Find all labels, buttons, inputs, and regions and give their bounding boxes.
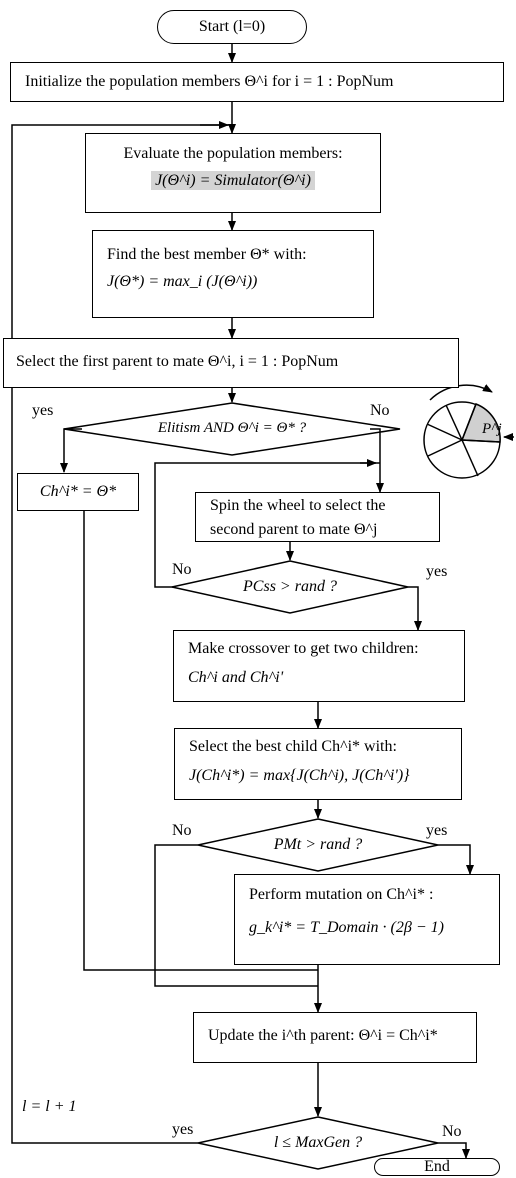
best-child-line1: Select the best child Ch^i* with: [189, 738, 397, 755]
best-child-line2: J(Ch^i*) = max{J(Ch^i), J(Ch^i')} [189, 766, 410, 784]
evaluate-line1: Evaluate the population members: [123, 145, 343, 162]
crossover-step: Make crossover to get two children: Ch^i… [173, 630, 465, 702]
arrow-elitism-no [370, 428, 384, 493]
update-label: Update the i^th parent: Θ^i = Ch^i* [208, 1027, 438, 1044]
select-parent-label: Select the first parent to mate Θ^i, i =… [16, 353, 339, 370]
init-step: Initialize the population members Θ^i fo… [10, 62, 504, 102]
select-parent-step: Select the first parent to mate Θ^i, i =… [3, 338, 459, 388]
spin-line2: second parent to mate Θ^j [210, 520, 378, 538]
pcss-no-label: No [172, 561, 192, 578]
end-terminal: End [374, 1158, 500, 1176]
evaluate-step: Evaluate the population members: J(Θ^i) … [85, 133, 381, 213]
increment-label: l = l + 1 [22, 1098, 77, 1115]
find-best-line1: Find the best member Θ* with: [107, 246, 307, 263]
start-label: Start (l=0) [198, 18, 266, 35]
arrow-pmt-no [154, 844, 318, 987]
start-terminal: Start (l=0) [157, 10, 307, 44]
find-best-line2: J(Θ*) = max_i (J(Θ^i)) [107, 272, 258, 290]
evaluate-line2: J(Θ^i) = Simulator(Θ^i) [151, 170, 315, 190]
pcss-diamond [171, 560, 409, 614]
arrow-pcss-yes [408, 586, 422, 631]
pmt-decision-label: PMt > rand ? [273, 836, 363, 853]
loop-back-line [11, 124, 232, 1144]
crossover-line1: Make crossover to get two children: [188, 640, 419, 657]
pmt-yes-label: yes [426, 822, 448, 839]
mutation-line2: g_k^i* = T_Domain · (2β − 1) [249, 918, 444, 936]
maxgen-no-label: No [442, 1123, 462, 1140]
init-label: Initialize the population members Θ^i fo… [25, 73, 394, 90]
find-best-step: Find the best member Θ* with: J(Θ*) = ma… [92, 230, 374, 318]
end-label: End [424, 1158, 450, 1175]
elitism-decision-label: Elitism AND Θ^i = Θ* ? [157, 420, 307, 436]
pcss-yes-label: yes [426, 563, 448, 580]
roulette-wheel [423, 384, 514, 479]
elitism-yes-label: yes [32, 402, 54, 419]
ch-equals-best-step: Ch^i* = Θ* [17, 473, 139, 511]
pmt-diamond [197, 818, 439, 872]
arrow-maxgen-no [438, 1142, 470, 1159]
spin-line1: Spin the wheel to select the [210, 497, 386, 514]
maxgen-yes-label: yes [172, 1121, 194, 1138]
mutation-line1: Perform mutation on Ch^i* : [249, 886, 434, 903]
arrow-pmt-yes [438, 844, 474, 875]
wheel-label: P^j [482, 421, 502, 437]
maxgen-diamond [197, 1116, 439, 1170]
arrow-elitism-yes [60, 428, 82, 473]
mutation-step: Perform mutation on Ch^i* : g_k^i* = T_D… [234, 874, 500, 965]
ch-equals-label: Ch^i* = Θ* [39, 483, 117, 500]
arrow-chbox-merge [83, 510, 318, 971]
maxgen-decision-label: l ≤ MaxGen ? [273, 1134, 363, 1151]
elitism-no-label: No [370, 402, 390, 419]
pmt-no-label: No [172, 822, 192, 839]
pcss-decision-label: PCss > rand ? [243, 578, 337, 595]
update-step: Update the i^th parent: Θ^i = Ch^i* [193, 1012, 477, 1063]
crossover-line2: Ch^i and Ch^i' [188, 668, 284, 686]
elitism-diamond [63, 402, 401, 456]
spin-wheel-step: Spin the wheel to select the second pare… [195, 492, 440, 542]
best-child-step: Select the best child Ch^i* with: J(Ch^i… [174, 728, 462, 800]
